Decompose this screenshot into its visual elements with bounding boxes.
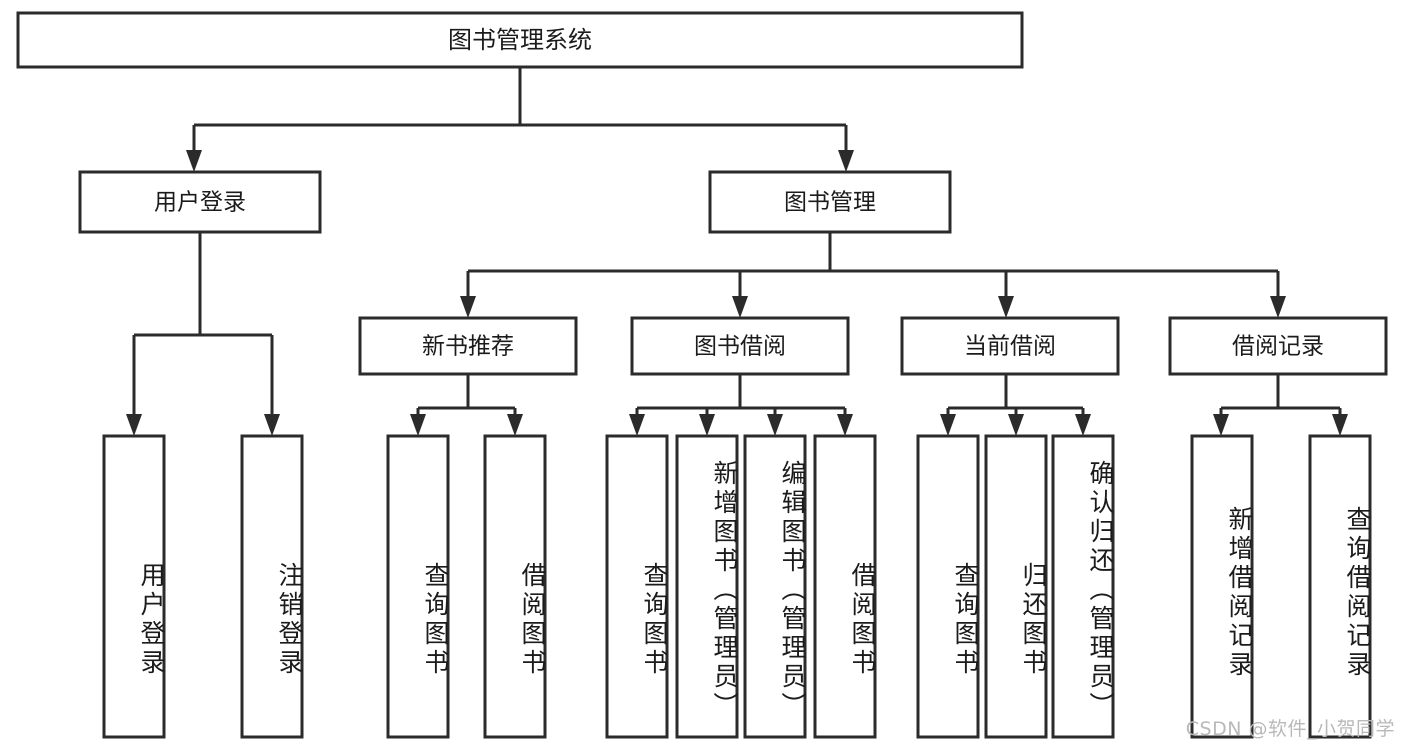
leaf-box-edit-book[interactable]: [743, 434, 807, 739]
node-new-book-recommend-label: 新书推荐: [422, 334, 514, 360]
leaf-box-query-book-1[interactable]: [386, 434, 450, 739]
connector-root-to-level2: [186, 67, 854, 172]
node-current-borrow[interactable]: 当前借阅: [900, 316, 1120, 376]
node-book-management-label: 图书管理: [784, 190, 876, 216]
connector-current-borrow-to-leaves: [940, 374, 1091, 436]
node-book-borrow[interactable]: 图书借阅: [630, 316, 850, 376]
leaf-boxes: [102, 434, 1372, 739]
node-root[interactable]: 图书管理系统: [16, 11, 1024, 69]
csdn-watermark: CSDN @软件_小贺同学: [1185, 718, 1395, 740]
leaf-box-return-book[interactable]: [984, 434, 1048, 739]
connector-borrow-record-to-leaves: [1213, 374, 1348, 436]
connector-book-management-to-level3: [460, 232, 1286, 318]
leaf-box-borrow-book-1[interactable]: [483, 434, 547, 739]
node-user-login[interactable]: 用户登录: [78, 170, 322, 234]
node-book-borrow-label: 图书借阅: [694, 334, 786, 360]
leaf-box-confirm-return[interactable]: [1051, 434, 1115, 739]
leaf-box-query-record[interactable]: [1308, 434, 1372, 739]
node-user-login-label: 用户登录: [154, 190, 246, 216]
node-root-label: 图书管理系统: [448, 26, 592, 54]
leaf-box-query-book-2[interactable]: [605, 434, 669, 739]
connector-book-borrow-to-leaves: [629, 374, 853, 436]
leaf-box-add-record[interactable]: [1190, 434, 1254, 739]
node-current-borrow-label: 当前借阅: [964, 334, 1056, 360]
node-book-management[interactable]: 图书管理: [708, 170, 952, 234]
connector-user-login-to-leaves: [126, 232, 280, 436]
node-borrow-record[interactable]: 借阅记录: [1168, 316, 1388, 376]
leaf-box-add-book[interactable]: [675, 434, 739, 739]
connector-new-book-recommend-to-leaves: [410, 374, 523, 436]
leaf-box-borrow-book-2[interactable]: [813, 434, 877, 739]
leaf-box-query-book-3[interactable]: [916, 434, 980, 739]
leaf-box-logout-login[interactable]: [240, 434, 304, 739]
leaf-box-user-login[interactable]: [102, 434, 166, 739]
node-borrow-record-label: 借阅记录: [1232, 334, 1324, 360]
node-new-book-recommend[interactable]: 新书推荐: [358, 316, 578, 376]
